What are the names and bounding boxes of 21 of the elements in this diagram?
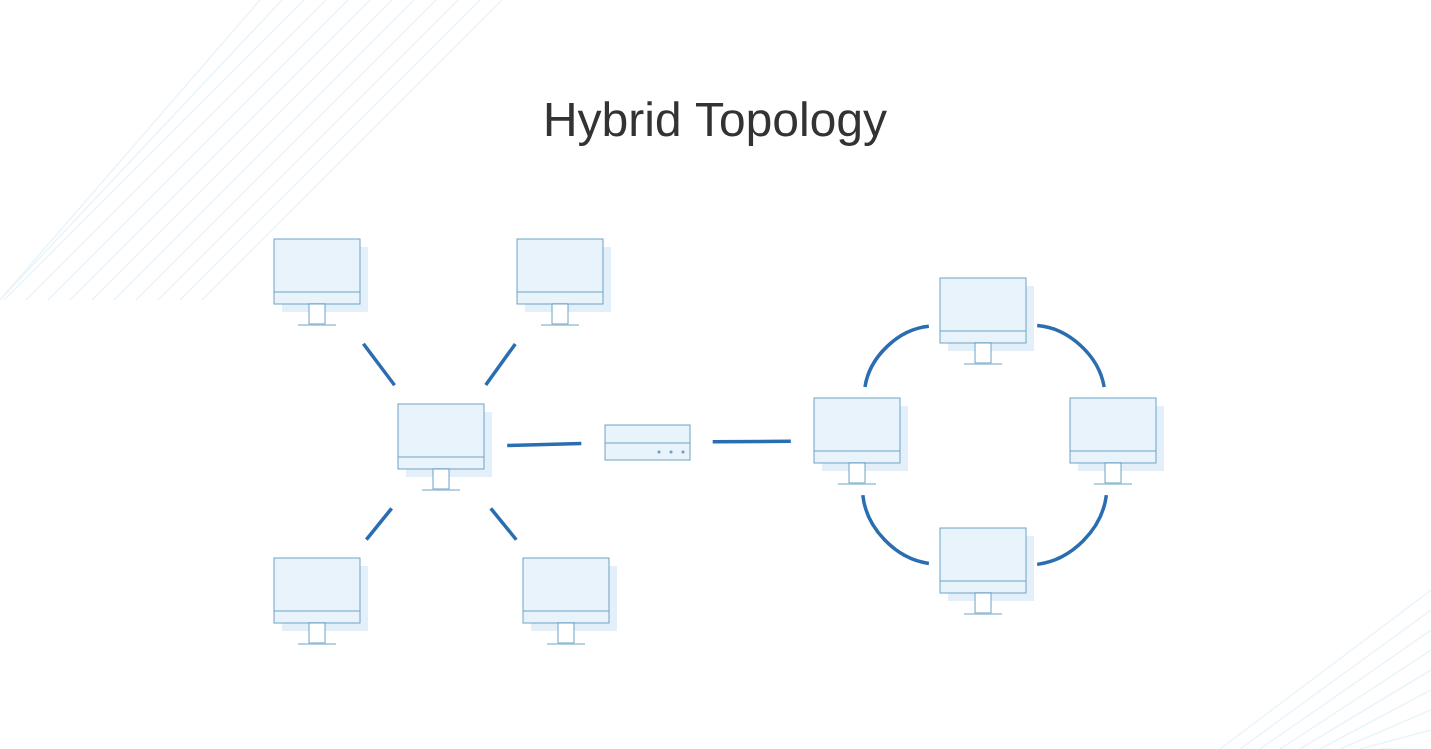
monitor-icon (813, 397, 908, 485)
switch-icon (604, 424, 691, 461)
monitor-icon (273, 238, 368, 326)
connection-line (489, 507, 518, 541)
connection-line (362, 342, 396, 387)
monitor-icon (939, 527, 1034, 615)
monitor-icon (397, 403, 492, 491)
connection-line (1036, 323, 1106, 388)
monitor-icon (522, 557, 617, 645)
connection-line (484, 343, 517, 386)
connection-line (863, 324, 930, 388)
connection-line (1036, 494, 1109, 567)
connection-line (712, 439, 791, 444)
connection-line (507, 441, 582, 448)
connection-line (861, 494, 930, 566)
connection-line (365, 507, 393, 541)
title: Hybrid Topology (546, 101, 887, 146)
monitor-icon (273, 557, 368, 645)
monitor-icon (516, 238, 611, 326)
monitor-icon (939, 277, 1034, 365)
monitor-icon (1069, 397, 1164, 485)
